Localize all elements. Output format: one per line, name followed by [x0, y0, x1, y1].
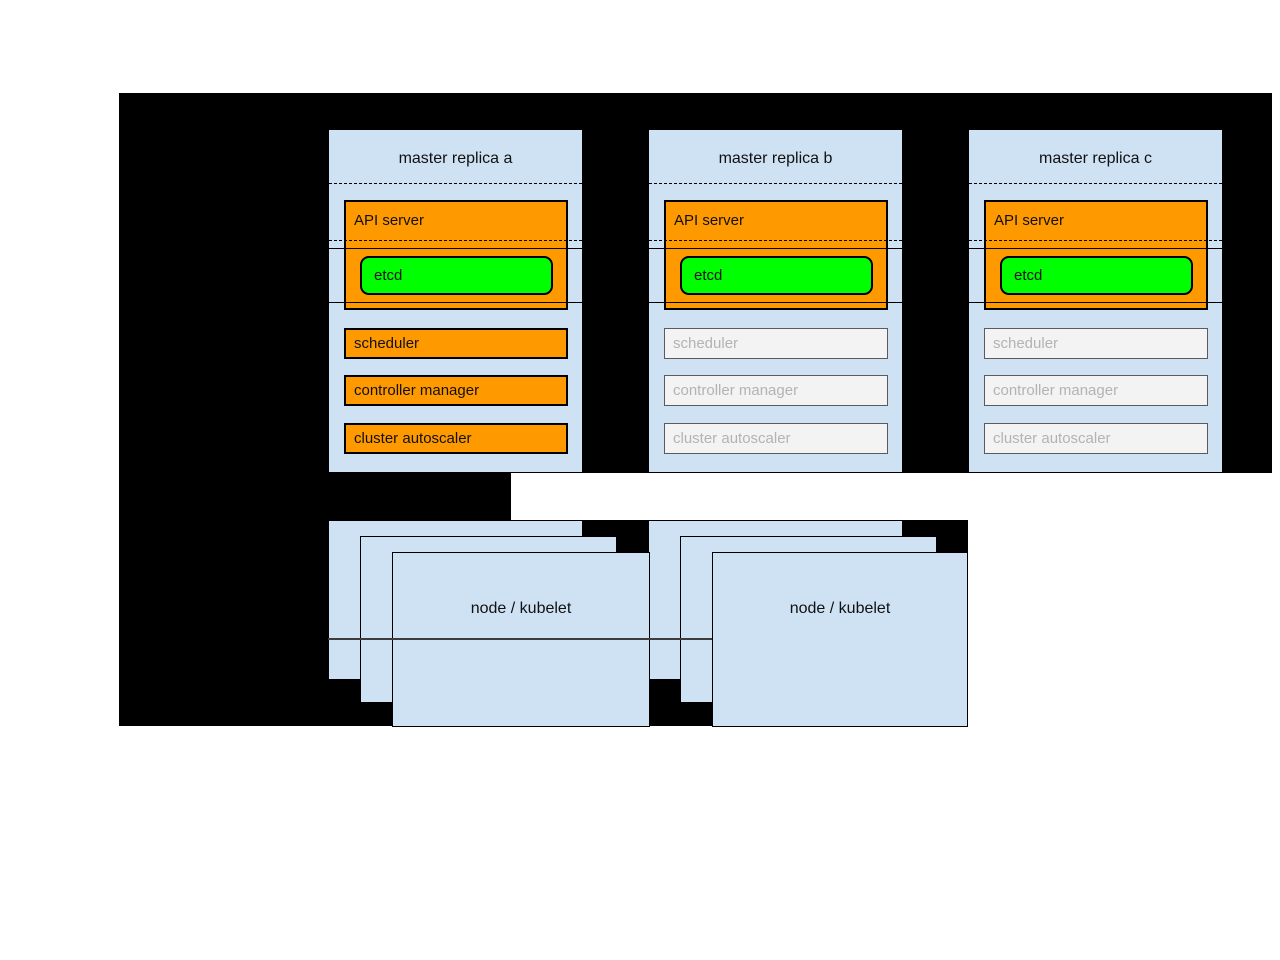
etcd-box: etcd [680, 256, 873, 295]
master-replica-b-panel: master replica b API server etcd schedul… [648, 129, 903, 473]
separator-dashed-line [969, 240, 1222, 241]
scheduler-box: scheduler [344, 328, 568, 359]
separator-solid-line [329, 248, 582, 249]
cluster-autoscaler-box: cluster autoscaler [984, 423, 1208, 454]
separator-solid-line [969, 302, 1222, 303]
master-replica-b-title: master replica b [718, 150, 833, 167]
separator-solid-line [649, 302, 902, 303]
api-server-label: API server [674, 212, 745, 229]
node-kubelet-label: node / kubelet [470, 600, 572, 617]
master-replica-a-title: master replica a [398, 150, 513, 167]
separator-dashed-line [969, 183, 1222, 184]
cluster-autoscaler-box: cluster autoscaler [664, 423, 888, 454]
separator-dashed-line [329, 183, 582, 184]
controller-manager-box: controller manager [344, 375, 568, 406]
api-server-label: API server [354, 212, 425, 229]
separator-solid-line [969, 248, 1222, 249]
master-replica-c-panel: master replica c API server etcd schedul… [968, 129, 1223, 473]
node-stack-2-front-box: node / kubelet [712, 552, 968, 727]
separator-solid-line [649, 248, 902, 249]
cluster-autoscaler-box: cluster autoscaler [344, 423, 568, 454]
scheduler-box: scheduler [664, 328, 888, 359]
scheduler-box: scheduler [984, 328, 1208, 359]
etcd-label: etcd [374, 267, 403, 284]
etcd-box: etcd [1000, 256, 1193, 295]
etcd-box: etcd [360, 256, 553, 295]
controller-manager-box: controller manager [984, 375, 1208, 406]
api-server-label: API server [994, 212, 1065, 229]
master-replica-a-panel: master replica a API server etcd schedul… [328, 129, 583, 473]
etcd-label: etcd [694, 267, 723, 284]
node-kubelet-label: node / kubelet [789, 600, 891, 617]
node-stack-2-divider-line [648, 638, 712, 640]
separator-dashed-line [649, 183, 902, 184]
separator-dashed-line [649, 240, 902, 241]
slide-background-left [119, 473, 511, 520]
node-stack-1-divider-line [328, 638, 650, 640]
controller-manager-box: controller manager [664, 375, 888, 406]
separator-solid-line [329, 302, 582, 303]
etcd-label: etcd [1014, 267, 1043, 284]
master-replica-c-title: master replica c [1039, 150, 1152, 167]
separator-dashed-line [329, 240, 582, 241]
